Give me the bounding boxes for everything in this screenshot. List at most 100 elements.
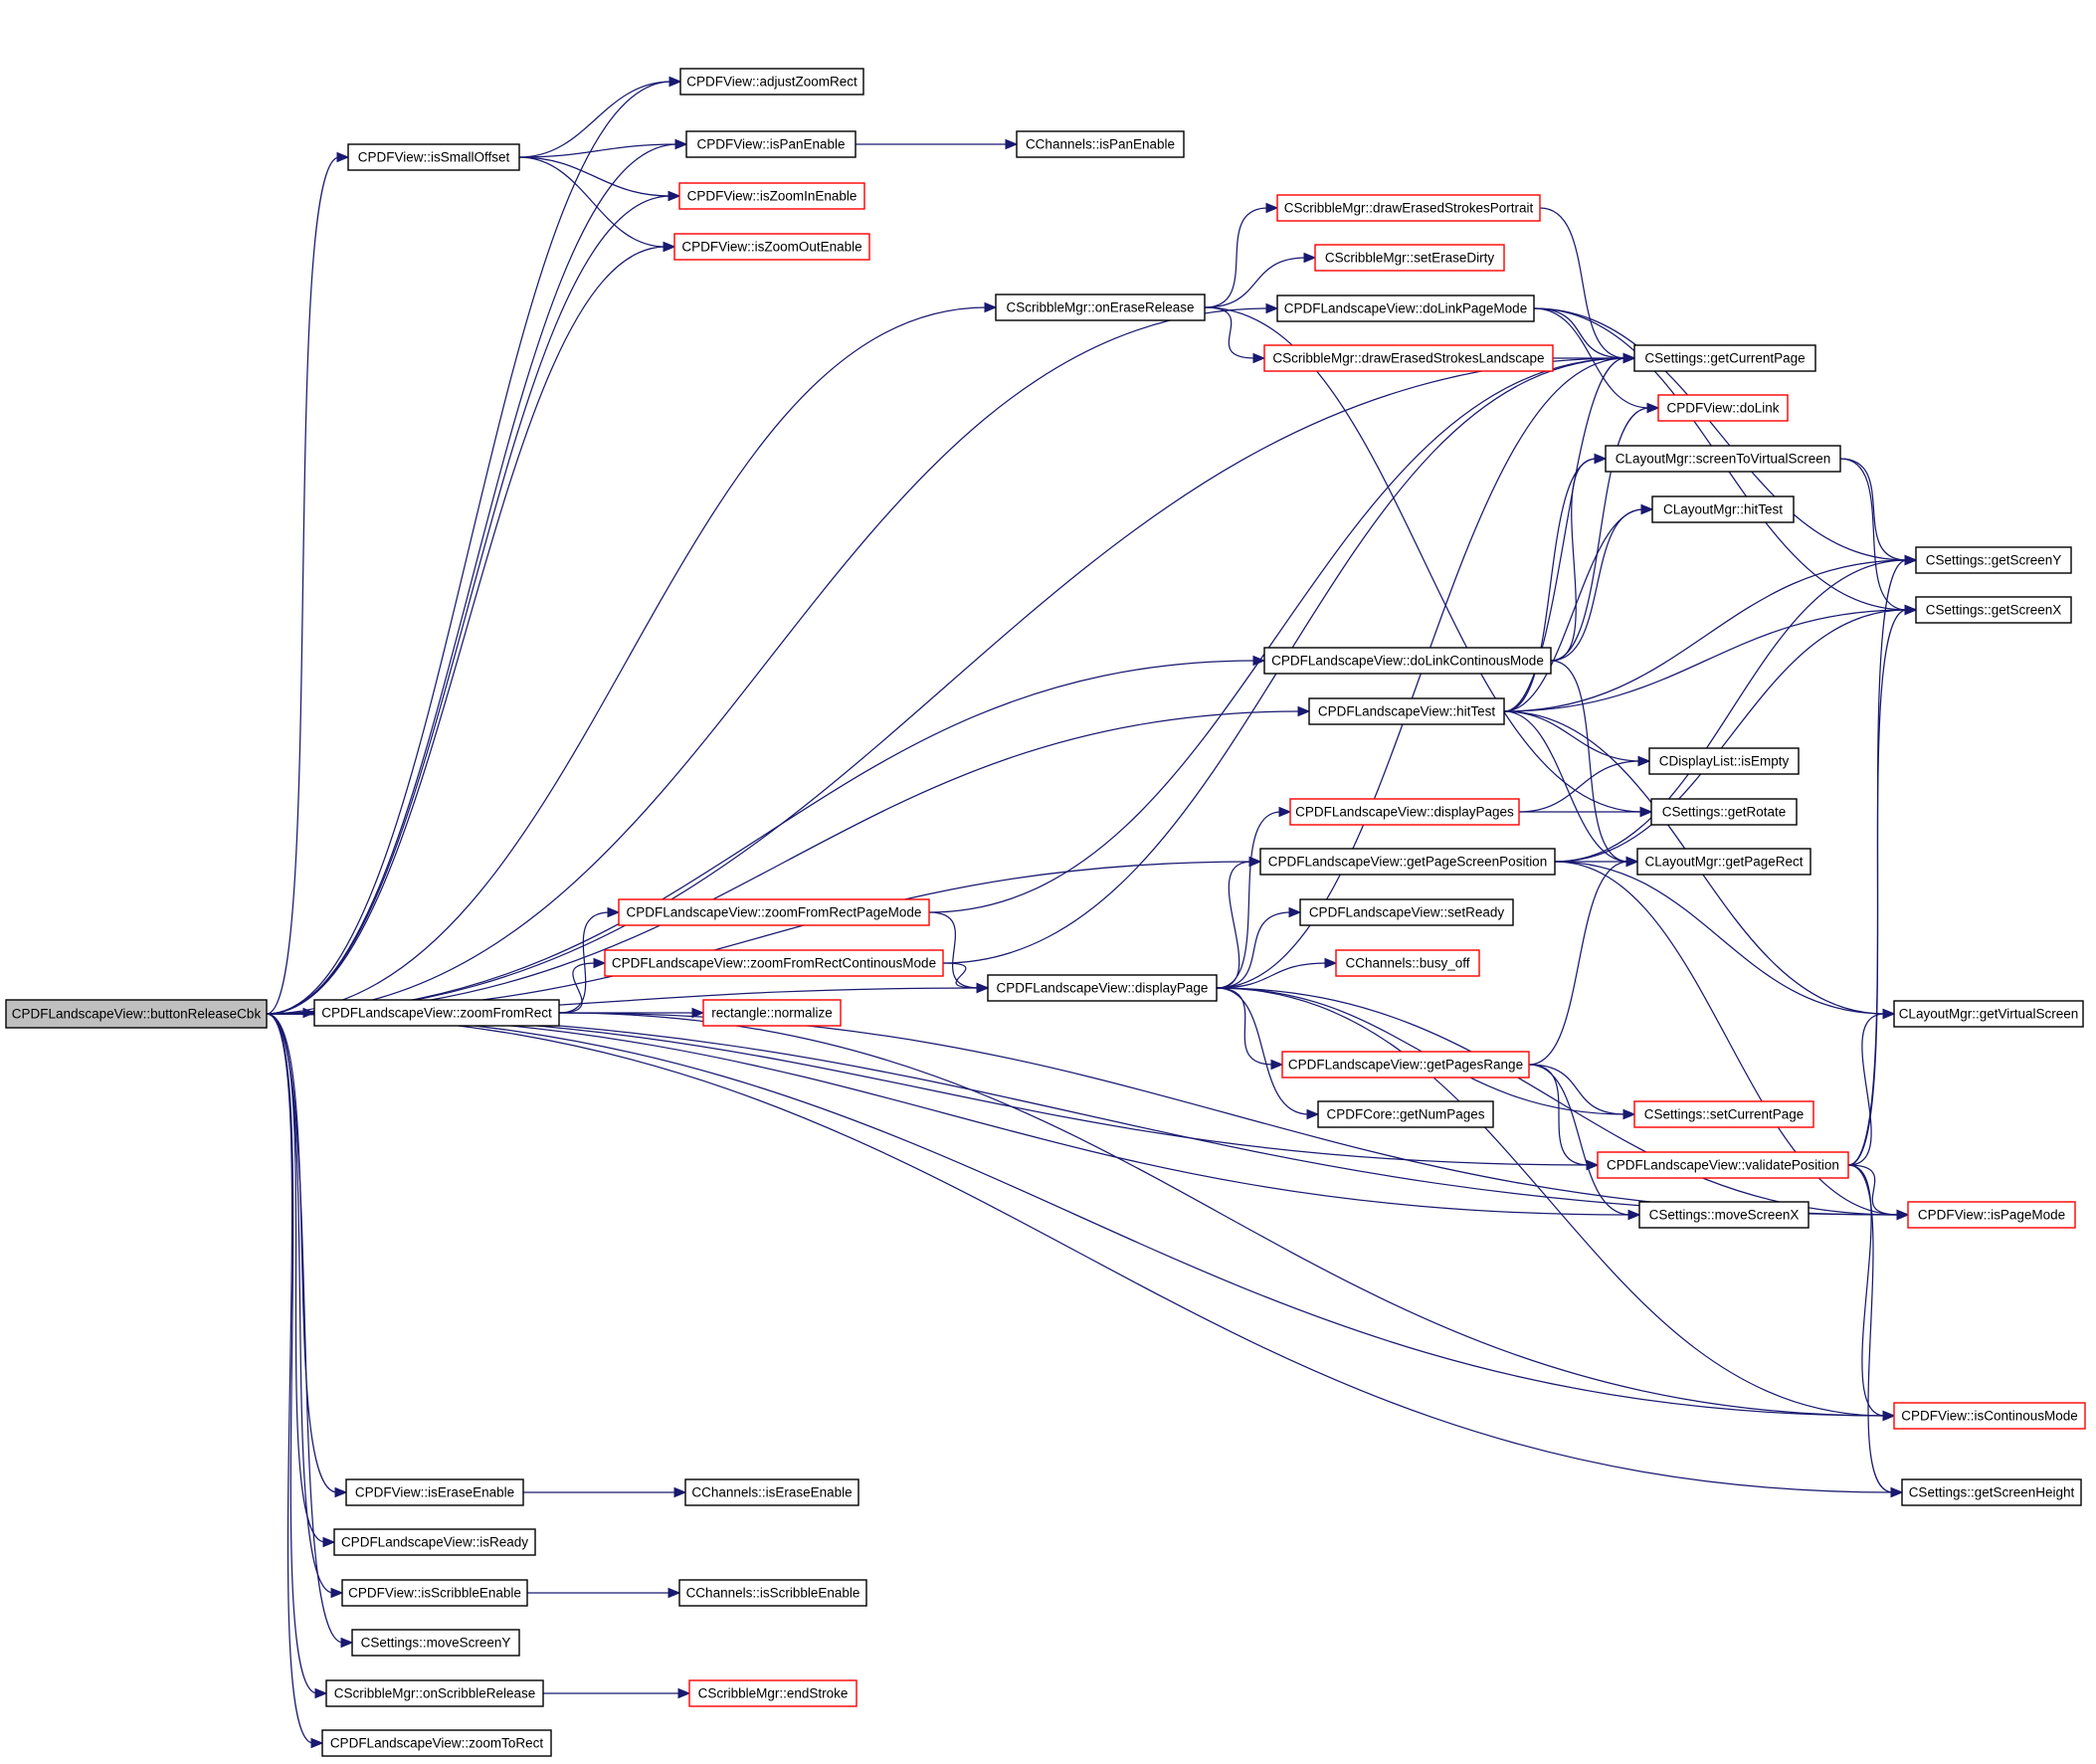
- node-label-chIsScribbleEnable: CChannels::isScribbleEnable: [686, 1586, 860, 1601]
- node-chIsEraseEnable[interactable]: CChannels::isEraseEnable: [684, 1478, 859, 1506]
- node-displayPages[interactable]: CPDFLandscapeView::displayPages: [1289, 798, 1520, 826]
- node-box-chIsScribbleEnable: [678, 1579, 867, 1607]
- node-label-isPanEnable: CPDFView::isPanEnable: [696, 137, 845, 152]
- node-box-zoomToRect: [321, 1729, 552, 1757]
- node-root[interactable]: CPDFLandscapeView::buttonReleaseCbk: [5, 999, 268, 1029]
- node-label-zoomFromRectPage: CPDFLandscapeView::zoomFromRectPageMode: [627, 905, 922, 920]
- node-getCurrentPage[interactable]: CSettings::getCurrentPage: [1633, 344, 1816, 372]
- node-box-getPagesRange: [1281, 1051, 1530, 1078]
- node-getVirtualScreen[interactable]: CLayoutMgr::getVirtualScreen: [1893, 1000, 2084, 1028]
- node-validatePosition[interactable]: CPDFLandscapeView::validatePosition: [1597, 1151, 1849, 1179]
- node-getScreenX[interactable]: CSettings::getScreenX: [1915, 596, 2072, 624]
- node-label-getCurrentPage: CSettings::getCurrentPage: [1644, 351, 1805, 366]
- node-box-isZoomOutEnable: [673, 233, 870, 261]
- node-moveScreenY[interactable]: CSettings::moveScreenY: [351, 1629, 520, 1657]
- node-isPageMode[interactable]: CPDFView::isPageMode: [1907, 1201, 2076, 1229]
- node-box-isScribbleEnable: [341, 1579, 528, 1607]
- node-box-chIsEraseEnable: [684, 1478, 859, 1506]
- node-isPanEnable[interactable]: CPDFView::isPanEnable: [685, 130, 857, 158]
- edge-root-to-adjustZoomRect: [266, 81, 672, 1015]
- node-box-onScribbleRelease: [325, 1679, 544, 1707]
- node-doLink[interactable]: CPDFView::doLink: [1657, 394, 1789, 422]
- node-zoomFromRectCont[interactable]: CPDFLandscapeView::zoomFromRectContinous…: [604, 949, 944, 977]
- node-onEraseRelease[interactable]: CScribbleMgr::onEraseRelease: [995, 294, 1206, 321]
- arrowhead-displayPage-to-getPagesRange: [1270, 1059, 1284, 1071]
- node-label-lmHitTest: CLayoutMgr::hitTest: [1663, 502, 1783, 517]
- edge-getPagesRange-to-validatePosition: [1528, 1064, 1590, 1166]
- node-endStroke[interactable]: CScribbleMgr::endStroke: [688, 1679, 857, 1707]
- arrowhead-isScribbleEnable-to-chIsScribbleEnable: [667, 1587, 681, 1599]
- node-label-drawErasedPortrait: CScribbleMgr::drawErasedStrokesPortrait: [1284, 201, 1534, 216]
- arrowhead-onScribbleRelease-to-endStroke: [677, 1687, 691, 1699]
- node-setCurrentPage[interactable]: CSettings::setCurrentPage: [1633, 1100, 1814, 1128]
- node-screenToVirtual[interactable]: CLayoutMgr::screenToVirtualScreen: [1605, 445, 1841, 473]
- edge-root-to-moveScreenY: [266, 1013, 344, 1644]
- node-getScreenHeight[interactable]: CSettings::getScreenHeight: [1901, 1478, 2082, 1506]
- edge-zoomFromRect-to-zoomFromRectCont: [558, 962, 597, 1014]
- node-box-zoomFromRectCont: [604, 949, 944, 977]
- arrowhead-root-to-onEraseRelease: [984, 301, 998, 313]
- edge-lvHitTest-to-getPageRect: [1503, 710, 1629, 863]
- arrowhead-getPagesRange-to-moveScreenX: [1627, 1209, 1641, 1221]
- edge-root-to-getScreenHeight: [266, 1013, 1894, 1493]
- arrowhead-zoomFromRect-to-zoomFromRectCont: [593, 957, 607, 969]
- node-getPageRect[interactable]: CLayoutMgr::getPageRect: [1636, 848, 1811, 876]
- node-label-normalize: rectangle::normalize: [711, 1006, 833, 1021]
- node-isEraseEnable[interactable]: CPDFView::isEraseEnable: [345, 1478, 524, 1506]
- node-getNumPages[interactable]: CPDFCore::getNumPages: [1317, 1100, 1494, 1128]
- node-box-displayPage: [987, 974, 1218, 1002]
- node-zoomToRect[interactable]: CPDFLandscapeView::zoomToRect: [321, 1729, 552, 1757]
- node-box-doLinkPageMode: [1276, 294, 1535, 322]
- node-label-getPagesRange: CPDFLandscapeView::getPagesRange: [1288, 1058, 1523, 1073]
- node-box-lvHitTest: [1308, 697, 1505, 725]
- node-moveScreenX[interactable]: CSettings::moveScreenX: [1638, 1201, 1810, 1229]
- node-zoomFromRect[interactable]: CPDFLandscapeView::zoomFromRect: [313, 999, 560, 1027]
- node-getRotate[interactable]: CSettings::getRotate: [1650, 798, 1798, 826]
- node-isZoomOutEnable[interactable]: CPDFView::isZoomOutEnable: [673, 233, 870, 261]
- node-label-isZoomInEnable: CPDFView::isZoomInEnable: [687, 189, 857, 204]
- edge-displayPage-to-isContinousMode: [1216, 987, 1886, 1417]
- arrowhead-root-to-onScribbleRelease: [314, 1687, 328, 1699]
- node-doLinkPageMode[interactable]: CPDFLandscapeView::doLinkPageMode: [1276, 294, 1535, 322]
- arrowhead-isPanEnable-to-chIsPanEnable: [1005, 138, 1019, 150]
- node-doLinkContinous[interactable]: CPDFLandscapeView::doLinkContinousMode: [1263, 647, 1552, 675]
- edge-root-to-getCurrentPage: [266, 357, 1626, 1015]
- node-label-isScribbleEnable: CPDFView::isScribbleEnable: [348, 1586, 521, 1601]
- node-label-screenToVirtual: CLayoutMgr::screenToVirtualScreen: [1616, 452, 1831, 467]
- node-lmHitTest[interactable]: CLayoutMgr::hitTest: [1651, 495, 1795, 523]
- node-isSmallOffset[interactable]: CPDFView::isSmallOffset: [347, 143, 520, 171]
- node-getPagesRange[interactable]: CPDFLandscapeView::getPagesRange: [1281, 1051, 1530, 1078]
- edge-doLinkPageMode-to-doLink: [1533, 307, 1650, 409]
- node-box-isPageMode: [1907, 1201, 2076, 1229]
- node-chIsPanEnable[interactable]: CChannels::isPanEnable: [1016, 130, 1185, 158]
- node-dlIsEmpty[interactable]: CDisplayList::isEmpty: [1648, 747, 1800, 775]
- node-setEraseDirty[interactable]: CScribbleMgr::setEraseDirty: [1314, 244, 1505, 272]
- node-isZoomInEnable[interactable]: CPDFView::isZoomInEnable: [678, 182, 865, 210]
- node-drawErasedLandscape[interactable]: CScribbleMgr::drawErasedStrokesLandscape: [1263, 344, 1554, 372]
- node-displayPage[interactable]: CPDFLandscapeView::displayPage: [987, 974, 1218, 1002]
- node-setReady[interactable]: CPDFLandscapeView::setReady: [1299, 898, 1514, 926]
- node-chIsScribbleEnable[interactable]: CChannels::isScribbleEnable: [678, 1579, 867, 1607]
- edge-screenToVirtual-to-getScreenY: [1839, 458, 1908, 561]
- edge-lvHitTest-to-getScreenX: [1503, 609, 1908, 712]
- node-lvHitTest[interactable]: CPDFLandscapeView::hitTest: [1308, 697, 1505, 725]
- node-isContinousMode[interactable]: CPDFView::isContinousMode: [1893, 1402, 2086, 1430]
- node-getScreenY[interactable]: CSettings::getScreenY: [1915, 546, 2072, 574]
- node-getPageScreenPos[interactable]: CPDFLandscapeView::getPageScreenPosition: [1259, 848, 1556, 876]
- node-label-drawErasedLandscape: CScribbleMgr::drawErasedStrokesLandscape: [1272, 351, 1544, 366]
- edge-root-to-isScribbleEnable: [266, 1013, 334, 1594]
- node-onScribbleRelease[interactable]: CScribbleMgr::onScribbleRelease: [325, 1679, 544, 1707]
- node-box-endStroke: [688, 1679, 857, 1707]
- node-adjustZoomRect[interactable]: CPDFView::adjustZoomRect: [679, 68, 864, 96]
- node-isReady[interactable]: CPDFLandscapeView::isReady: [333, 1528, 536, 1556]
- node-box-dlIsEmpty: [1648, 747, 1800, 775]
- edge-root-to-onScribbleRelease: [266, 1013, 318, 1694]
- node-drawErasedPortrait[interactable]: CScribbleMgr::drawErasedStrokesPortrait: [1276, 194, 1541, 222]
- node-zoomFromRectPage[interactable]: CPDFLandscapeView::zoomFromRectPageMode: [618, 898, 930, 926]
- arrowhead-displayPage-to-setReady: [1288, 906, 1302, 918]
- node-isScribbleEnable[interactable]: CPDFView::isScribbleEnable: [341, 1579, 528, 1607]
- node-label-doLink: CPDFView::doLink: [1666, 401, 1779, 416]
- node-busyOff[interactable]: CChannels::busy_off: [1335, 949, 1480, 977]
- node-normalize[interactable]: rectangle::normalize: [702, 999, 842, 1027]
